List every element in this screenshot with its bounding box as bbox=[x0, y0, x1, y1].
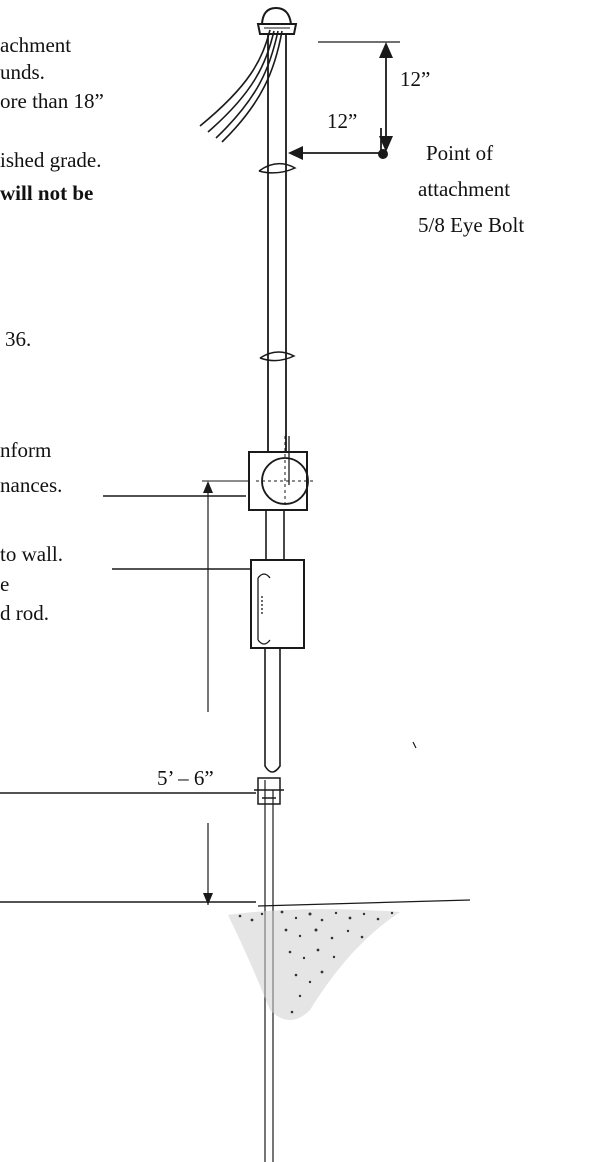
mast-clamp-upper bbox=[258, 162, 297, 174]
soil-hatching bbox=[228, 909, 400, 1020]
callout-line-2: attachment bbox=[418, 177, 510, 201]
service-drop-wires bbox=[199, 29, 283, 143]
callout-line-3: 5/8 Eye Bolt bbox=[418, 213, 524, 237]
instruction-line-4: ished grade. bbox=[0, 148, 101, 172]
dimension-meter-height bbox=[203, 481, 213, 905]
instruction-line-bold: will not be bbox=[0, 181, 93, 205]
callout-line-1: Point of bbox=[426, 141, 493, 165]
instruction-line-7: nform bbox=[0, 438, 51, 462]
dimension-horizontal-label: 12” bbox=[327, 109, 357, 133]
dimension-meter-height-label: 5’ – 6” bbox=[157, 766, 214, 790]
instruction-line-1: achment bbox=[0, 33, 71, 57]
instruction-line-11: d rod. bbox=[0, 601, 49, 625]
instruction-line-10: e bbox=[0, 572, 9, 596]
instruction-line-6: 36. bbox=[5, 327, 31, 351]
dimension-vertical-label: 12” bbox=[400, 67, 430, 91]
instruction-line-3: ore than 18” bbox=[0, 89, 104, 113]
stray-mark bbox=[412, 741, 417, 749]
dimension-vertical-12 bbox=[318, 41, 400, 152]
ground-rod-clamp bbox=[254, 777, 284, 805]
dimension-horizontal-12 bbox=[288, 128, 382, 160]
conduit-lower bbox=[264, 648, 281, 773]
meter-base bbox=[248, 436, 316, 511]
mast-clamp-lower bbox=[259, 351, 296, 362]
weatherhead bbox=[256, 6, 298, 35]
instruction-line-9: to wall. bbox=[0, 542, 63, 566]
service-mast bbox=[267, 34, 287, 452]
instruction-line-2: unds. bbox=[0, 60, 45, 84]
instruction-line-8: nances. bbox=[0, 473, 62, 497]
eye-bolt-point bbox=[378, 149, 388, 159]
disconnect-box bbox=[250, 559, 305, 649]
ground-surface-line bbox=[257, 899, 471, 907]
